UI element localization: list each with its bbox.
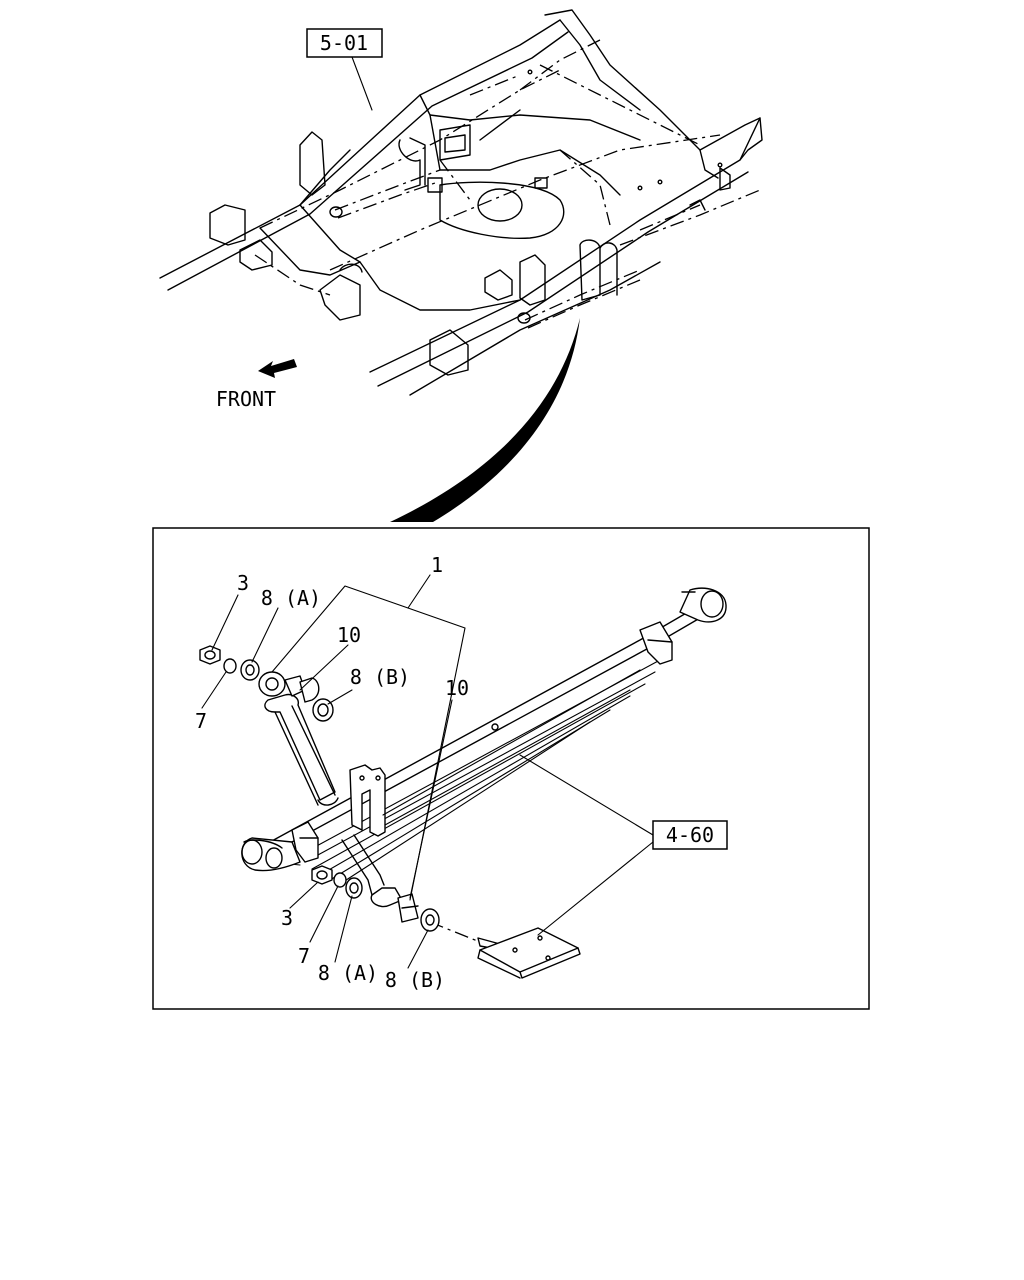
shock-absorber-drawing bbox=[258, 671, 503, 951]
chassis-frame-drawing bbox=[159, 9, 763, 396]
callout-absorber-bottom: 10 bbox=[445, 676, 469, 700]
bracket-reference-label: 4-60 bbox=[666, 823, 714, 847]
callout-bush-a-bottom: 8 (A) bbox=[318, 961, 378, 985]
callout-bush-b-top: 8 (B) bbox=[350, 665, 410, 689]
bracket-reference: 4-60 bbox=[519, 754, 728, 936]
bracket-plate-drawing bbox=[477, 927, 581, 979]
hardware-top bbox=[199, 645, 334, 722]
callout-washer-bottom: 7 bbox=[298, 944, 310, 968]
callout-absorber-top: 10 bbox=[337, 623, 361, 647]
callout-nut-bottom: 3 bbox=[281, 906, 293, 930]
frame-reference-label: 5-01 bbox=[320, 31, 368, 55]
leaf-spring-drawing bbox=[241, 587, 727, 885]
callout-leaders bbox=[201, 574, 466, 969]
hardware-bottom bbox=[311, 865, 440, 932]
front-indicator: FRONT bbox=[216, 359, 297, 411]
bush-b-bottom bbox=[420, 908, 440, 932]
frame-reference-box bbox=[306, 28, 383, 58]
frame-reference: 5-01 bbox=[306, 28, 383, 111]
callout-bush-b-bottom: 8 (B) bbox=[385, 968, 445, 992]
bush-a-bottom bbox=[345, 877, 363, 899]
nut-bottom bbox=[311, 865, 333, 885]
washer-top bbox=[223, 658, 237, 674]
front-label: FRONT bbox=[216, 387, 276, 411]
washer-bottom bbox=[333, 872, 347, 888]
nut-top bbox=[199, 645, 221, 665]
callout-labels: 1 3 8 (A) 10 8 (B) 10 7 3 7 8 (A) 8 (B) bbox=[195, 553, 469, 992]
callout-nut-top: 3 bbox=[237, 571, 249, 595]
detail-frame bbox=[152, 527, 870, 1010]
bracket-reference-box bbox=[652, 820, 728, 850]
front-arrow-icon bbox=[258, 359, 297, 378]
callout-washer-top: 7 bbox=[195, 709, 207, 733]
bush-a-top bbox=[240, 659, 260, 681]
callout-bush-a-top: 8 (A) bbox=[261, 586, 321, 610]
callout-spring-assembly: 1 bbox=[431, 553, 443, 577]
detail-connector bbox=[390, 318, 580, 522]
